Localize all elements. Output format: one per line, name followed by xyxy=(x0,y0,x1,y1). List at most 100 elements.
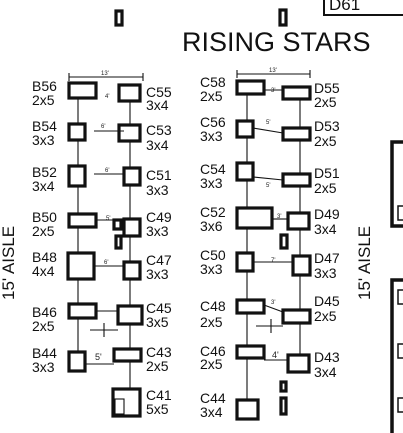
booth-b52[interactable] xyxy=(67,164,87,188)
booth-c43-size: 2x5 xyxy=(146,358,169,374)
right-spacing-1: 3' xyxy=(271,88,275,94)
booth-b50-code: B50 xyxy=(32,209,57,225)
booth-b44-size: 3x3 xyxy=(32,359,55,375)
booth-c43[interactable] xyxy=(112,347,143,363)
post-marker-d49 xyxy=(279,233,289,250)
booth-c41[interactable] xyxy=(111,387,142,418)
booth-c48-code: C48 xyxy=(200,298,226,314)
booth-b48-size: 4x4 xyxy=(32,263,55,279)
booth-c46-size: 2x5 xyxy=(200,356,223,372)
connector-line xyxy=(252,176,284,181)
booth-b56[interactable] xyxy=(67,81,98,100)
booth-c43-code: C43 xyxy=(146,344,172,360)
booth-c46-code: C46 xyxy=(200,343,226,359)
booth-d53-code: D53 xyxy=(314,118,340,134)
booth-d43-size: 3x4 xyxy=(314,364,337,380)
wall-marker-2 xyxy=(397,289,403,305)
booth-d49-code: D49 xyxy=(314,206,340,222)
booth-d53[interactable] xyxy=(281,126,312,142)
booth-c49[interactable] xyxy=(122,217,142,238)
left-width-label: 13' xyxy=(101,71,109,77)
right-wall-lower xyxy=(390,278,403,433)
booth-b56-size: 2x5 xyxy=(32,92,55,108)
booth-c58[interactable] xyxy=(235,79,266,96)
booth-c51-size: 3x3 xyxy=(146,182,169,198)
booth-b46[interactable] xyxy=(67,302,98,320)
booth-c45-code: C45 xyxy=(146,300,172,316)
booth-b48[interactable] xyxy=(66,251,96,281)
booth-d45-size: 2x5 xyxy=(314,308,337,324)
booth-c41-size: 5x5 xyxy=(146,401,169,417)
booth-b46-size: 2x5 xyxy=(32,318,55,334)
booth-d55-size: 2x5 xyxy=(314,94,337,110)
booth-c47[interactable] xyxy=(122,260,142,281)
left-spacing-4: 5' xyxy=(106,216,110,222)
booth-c52[interactable] xyxy=(235,206,274,230)
booth-c56[interactable] xyxy=(235,119,255,139)
booth-b52-size: 3x4 xyxy=(32,178,55,194)
right-spacing-7: 4' xyxy=(272,350,279,360)
booth-c52-size: 3x6 xyxy=(200,218,223,234)
booth-c56-size: 3x3 xyxy=(200,128,223,144)
booth-b56-code: B56 xyxy=(32,78,57,94)
post-marker-c44 xyxy=(279,380,288,393)
booth-c51-code: C51 xyxy=(146,167,172,183)
right-spacing-3: 5' xyxy=(266,183,270,189)
booth-c46[interactable] xyxy=(235,344,266,360)
booth-c44[interactable] xyxy=(235,398,260,421)
left-spacing-2: 6' xyxy=(101,124,105,130)
booth-d47-size: 3x3 xyxy=(314,265,337,281)
booth-b54[interactable] xyxy=(67,122,87,142)
right-spacing-5: 7' xyxy=(271,258,275,264)
booth-d51-code: D51 xyxy=(314,165,340,181)
booth-d43-code: D43 xyxy=(314,349,340,365)
booth-c58-size: 2x5 xyxy=(200,88,223,104)
booth-d43[interactable] xyxy=(286,353,311,374)
booth-d51[interactable] xyxy=(281,172,312,188)
booth-c50[interactable] xyxy=(235,251,255,273)
aisle-label-left: 15' AISLE xyxy=(0,226,18,300)
booth-c45[interactable] xyxy=(116,304,144,326)
booth-d45-code: D45 xyxy=(314,293,340,309)
booth-c54-size: 3x3 xyxy=(200,175,223,191)
booth-b48-code: B48 xyxy=(32,249,57,265)
booth-d49-size: 3x4 xyxy=(314,221,337,237)
booth-c44-size: 3x4 xyxy=(200,404,223,420)
post-marker-c44-b xyxy=(279,396,288,416)
booth-c49-code: C49 xyxy=(146,209,172,225)
booth-b50[interactable] xyxy=(67,212,98,229)
booth-c55[interactable] xyxy=(117,83,142,103)
booth-b44-code: B44 xyxy=(32,345,57,361)
booth-c41-code: C41 xyxy=(146,387,172,403)
left-spacing-3: 6' xyxy=(105,168,109,174)
booth-c53-size: 3x4 xyxy=(146,137,169,153)
connector-line xyxy=(263,304,284,313)
booth-c51[interactable] xyxy=(122,166,142,187)
aisle-label-right: 15' AISLE xyxy=(355,226,374,300)
booth-d61-outline[interactable] xyxy=(323,0,403,16)
booth-c53[interactable] xyxy=(117,123,142,143)
right-spacing-4: 3' xyxy=(277,214,281,220)
booth-c53-code: C53 xyxy=(146,122,172,138)
right-wall-upper xyxy=(390,140,403,228)
left-spacing-6: 5' xyxy=(95,352,102,362)
booth-c54[interactable] xyxy=(235,161,255,182)
booth-d45[interactable] xyxy=(281,308,312,325)
booth-d47[interactable] xyxy=(291,254,312,277)
booth-b44[interactable] xyxy=(67,350,87,373)
booth-c58-code: C58 xyxy=(200,74,226,90)
booth-b54-size: 3x3 xyxy=(32,132,55,148)
booth-d49[interactable] xyxy=(286,211,311,231)
booth-c50-size: 3x3 xyxy=(200,261,223,277)
section-title: RISING STARS xyxy=(182,27,371,57)
top-post-right xyxy=(278,8,288,27)
booth-c48[interactable] xyxy=(235,298,266,315)
booth-d51-size: 2x5 xyxy=(314,180,337,196)
right-width-label: 13' xyxy=(269,68,277,74)
booth-d55[interactable] xyxy=(281,85,312,101)
booth-d61-label: D61 xyxy=(329,0,360,14)
booth-c52-code: C52 xyxy=(200,204,226,220)
booth-b50-size: 2x5 xyxy=(32,223,55,239)
